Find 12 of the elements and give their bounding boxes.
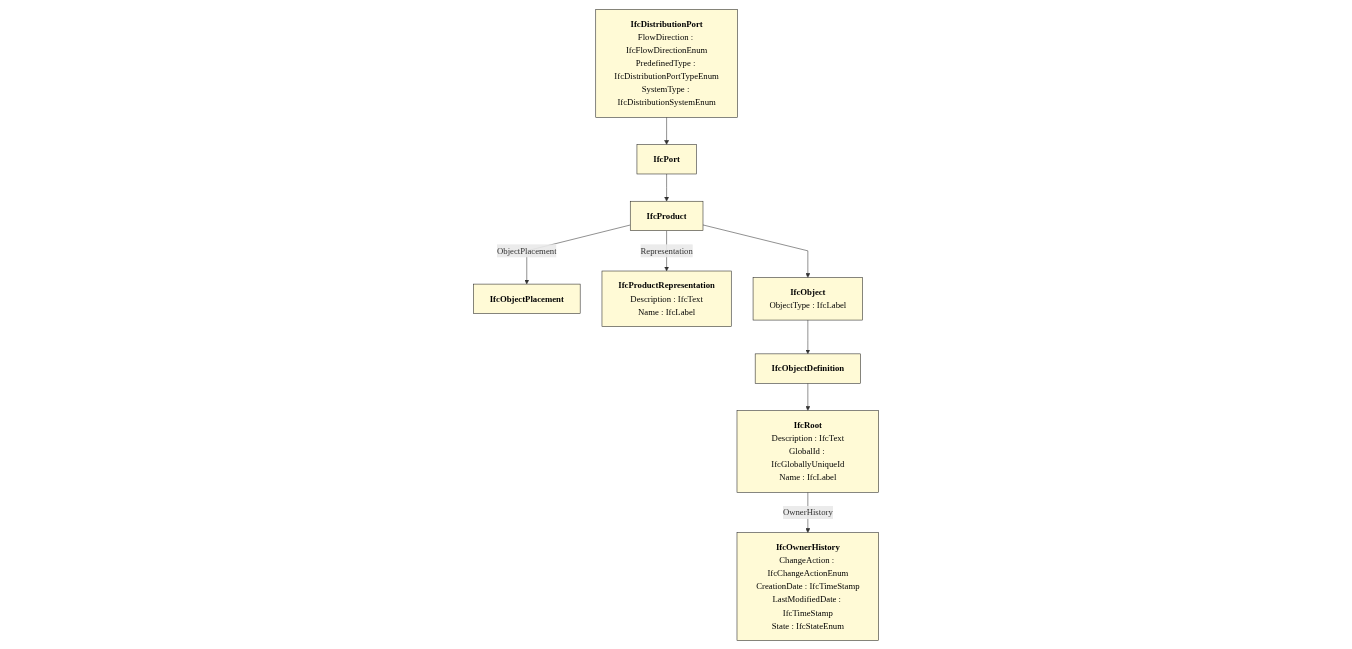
node-box: IfcObject ObjectType : IfcLabel [752,276,863,320]
node-box: IfcObjectDefinition [754,353,861,384]
node-box: IfcDistributionPort FlowDirection : IfcFlowDirectionEnum PredefinedType : IfcDistributionPortTypeEnum SystemType : IfcDistributionSystemEnum [595,8,738,118]
edge-label: OwnerHistory [782,507,833,517]
edge-label: Representation [640,245,693,255]
node-box: IfcPort [636,143,697,174]
node-box: IfcOwnerHistory ChangeAction : IfcChangeActionEnum CreationDate : IfcTimeStamp LastModifiedDate : IfcTimeStamp State : IfcStateEnum [736,531,879,641]
edge-label: ObjectPlacement [496,245,557,255]
node-box: IfcRoot Description : IfcText GlobalId : IfcGloballyUniqueId Name : IfcLabel [736,409,879,493]
node-box: IfcProductRepresentation Description : IfcText Name : IfcLabel [601,270,732,327]
node-box: IfcObjectPlacement [473,283,581,314]
node-box: IfcProduct [629,200,704,231]
